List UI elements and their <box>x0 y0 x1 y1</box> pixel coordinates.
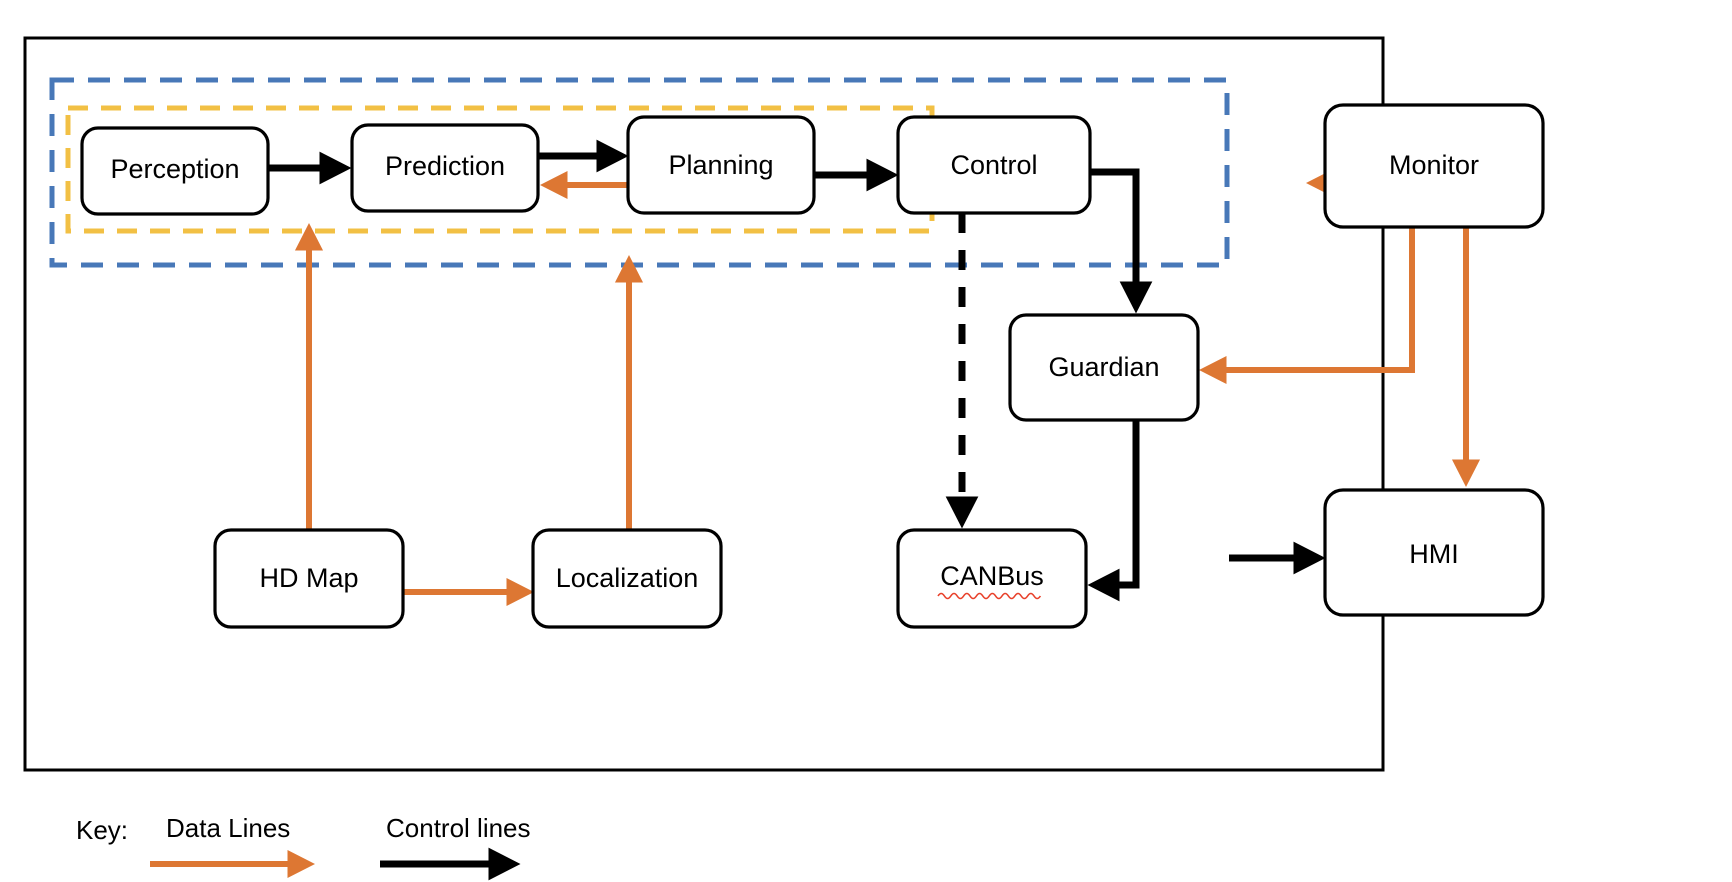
edge-monitor-to-guardian <box>1198 227 1415 385</box>
node-guardian-box[interactable] <box>1008 313 1200 422</box>
spellcheck-underline-icon <box>937 592 1042 600</box>
node-perception[interactable]: Perception <box>80 126 270 216</box>
node-hmi-box[interactable] <box>1323 488 1545 617</box>
key-entry-label-control-lines: Control lines <box>386 813 531 843</box>
node-localization-label: Localization <box>556 563 699 593</box>
node-planning[interactable]: Planning <box>626 115 816 215</box>
node-prediction-box[interactable] <box>350 123 540 213</box>
node-perception-box[interactable] <box>80 126 270 216</box>
node-control[interactable]: Control <box>896 115 1092 215</box>
node-control-label: Control <box>950 150 1037 180</box>
node-planning-box[interactable] <box>626 115 816 215</box>
node-monitor-label: Monitor <box>1389 150 1479 180</box>
node-canbus-label: CANBus <box>940 561 1044 591</box>
node-hdmap-label: HD Map <box>259 563 358 593</box>
node-hdmap[interactable]: HD Map <box>213 528 405 629</box>
node-canbus-box[interactable] <box>896 528 1088 629</box>
node-hdmap-box[interactable] <box>213 528 405 629</box>
node-prediction-label: Prediction <box>385 151 505 181</box>
node-monitor-box[interactable] <box>1323 103 1545 229</box>
edge-control-to-guardian <box>1090 168 1153 314</box>
node-canbus[interactable]: CANBus <box>896 528 1088 629</box>
node-perception-label: Perception <box>110 154 239 184</box>
node-monitor[interactable]: Monitor <box>1323 103 1545 229</box>
node-control-box[interactable] <box>896 115 1092 215</box>
node-guardian-label: Guardian <box>1048 352 1159 382</box>
node-prediction[interactable]: Prediction <box>350 123 540 213</box>
key-title: Key: <box>76 815 128 845</box>
node-localization-box[interactable] <box>531 528 723 629</box>
node-hmi-label: HMI <box>1409 539 1459 569</box>
node-planning-label: Planning <box>668 150 773 180</box>
node-localization[interactable]: Localization <box>531 528 723 629</box>
edge-guardian-to-canbus <box>1087 420 1140 602</box>
node-hmi[interactable]: HMI <box>1323 488 1545 617</box>
key-entry-label-data-lines: Data Lines <box>166 813 290 843</box>
system-boundary-frame <box>23 36 1385 772</box>
node-guardian[interactable]: Guardian <box>1008 313 1200 422</box>
key-legend: Key: Data Lines Control lines <box>76 813 531 881</box>
